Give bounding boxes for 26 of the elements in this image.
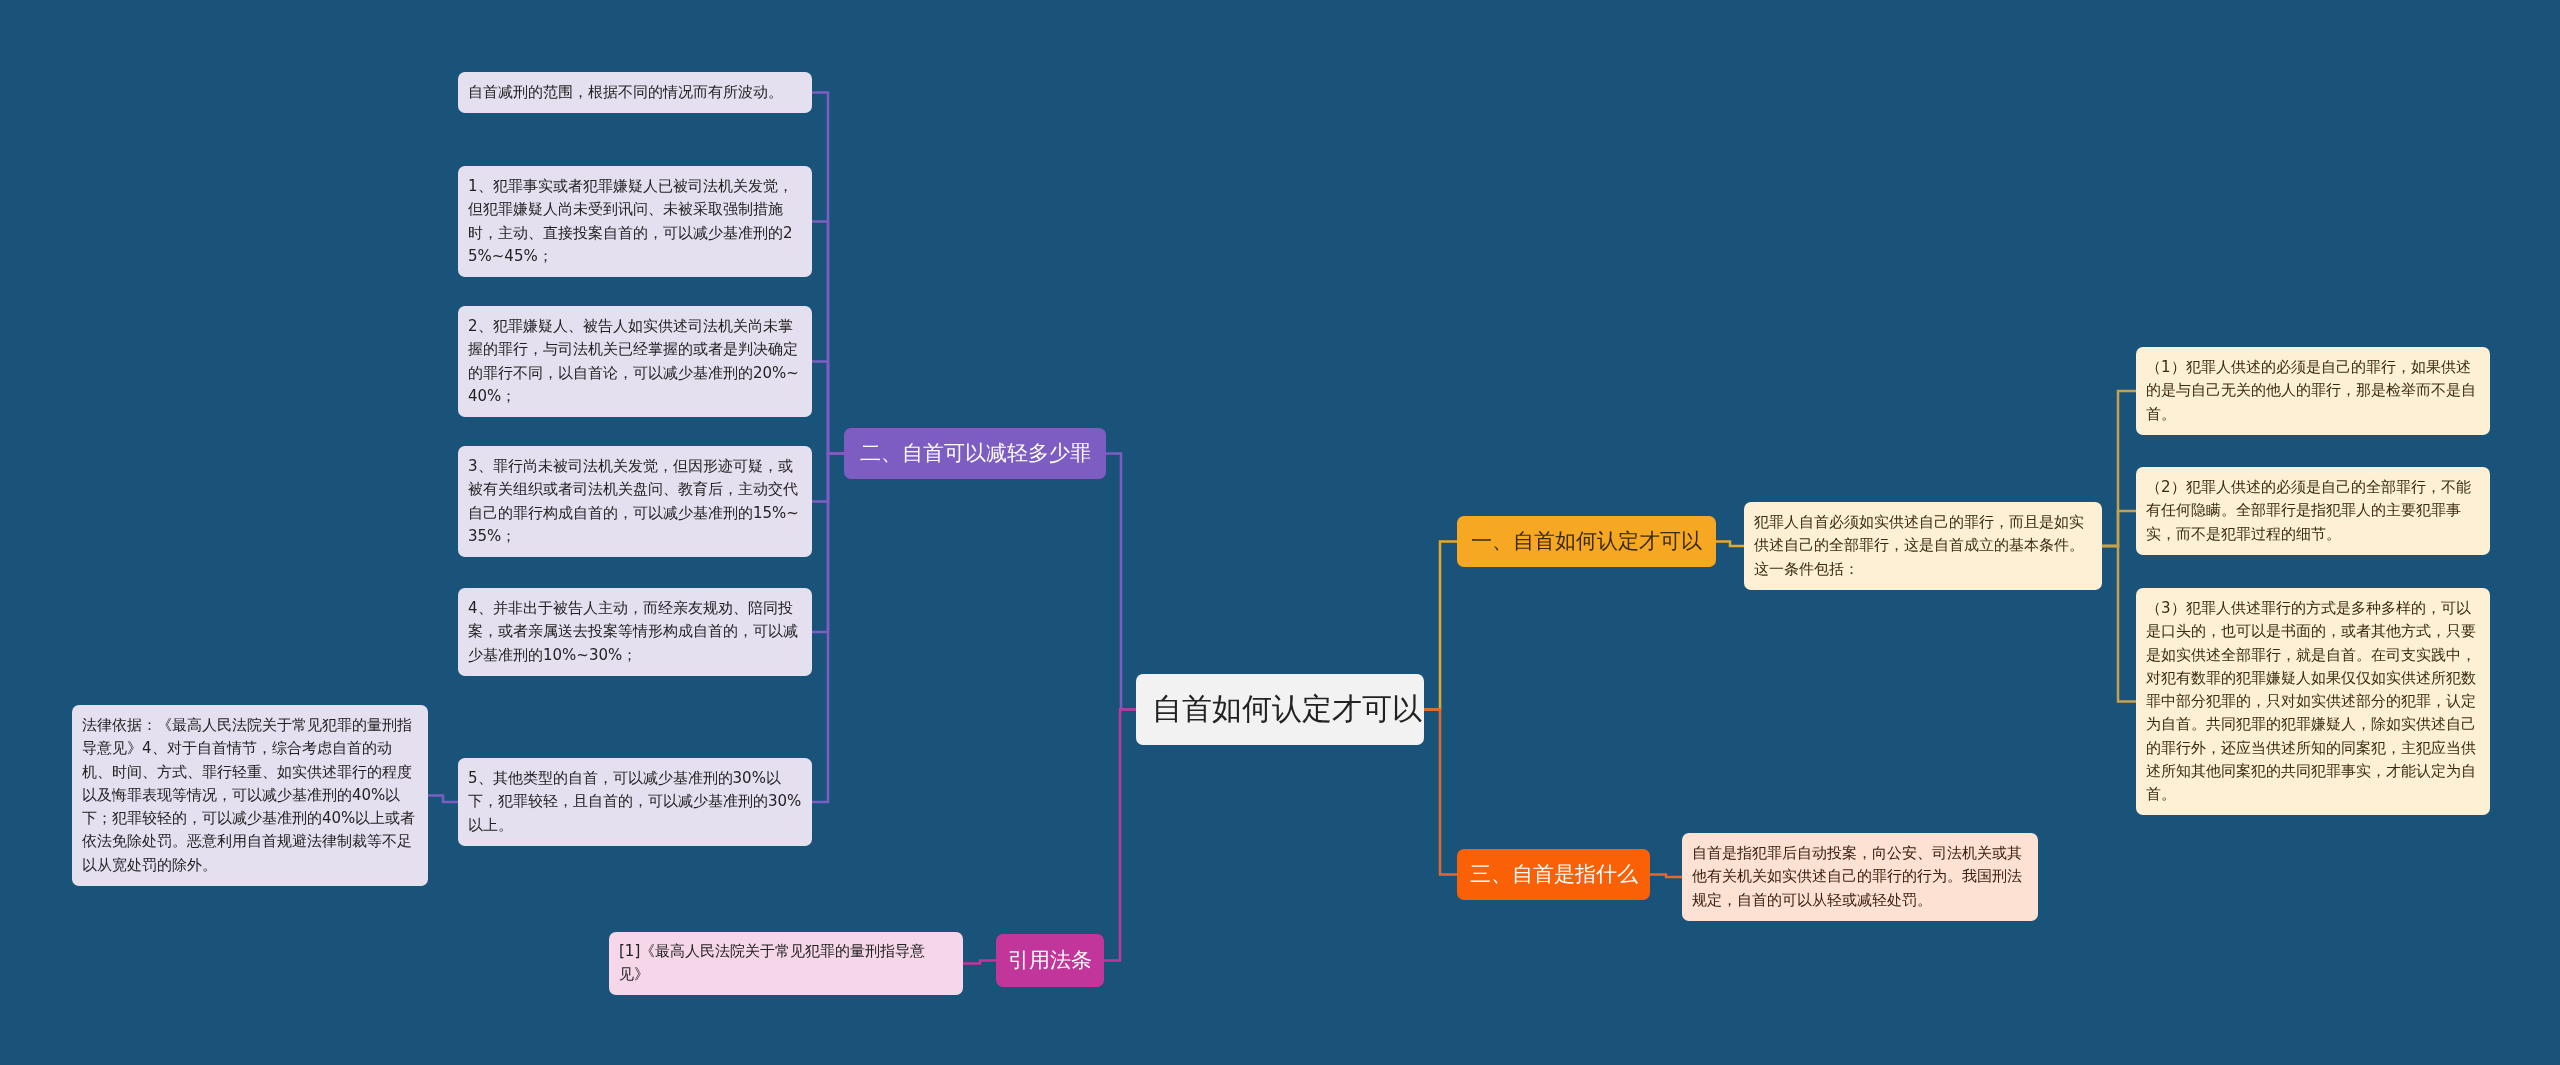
connector-line <box>2102 544 2136 703</box>
connector-line <box>1650 873 1682 879</box>
connector-line <box>1104 708 1136 962</box>
branch-topic: 二、自首可以减轻多少罪 <box>844 428 1106 479</box>
text-card: 1、犯罪事实或者犯罪嫌疑人已被司法机关发觉，但犯罪嫌疑人尚未受到讯问、未被采取强制措施时，主动、直接投案自首的，可以减少基准刑的25%~45%； <box>458 166 812 277</box>
text-card: （2）犯罪人供述的必须是自己的全部罪行，不能有任何隐瞒。全部罪行是指犯罪人的主要犯罪事实，而不是犯罪过程的细节。 <box>2136 467 2490 555</box>
text-card: 犯罪人自首必须如实供述自己的罪行，而且是如实供述自己的全部罪行，这是自首成立的基本条件。这一条件包括： <box>1744 502 2102 590</box>
connector-line <box>812 452 844 804</box>
text-card: [1]《最高人民法院关于常见犯罪的量刑指导意见》 <box>609 932 963 995</box>
central-topic: 自首如何认定才可以 <box>1136 674 1424 745</box>
connector-line <box>963 959 996 965</box>
text-card: 3、罪行尚未被司法机关发觉，但因形迹可疑，或被有关组织或者司法机关盘问、教育后，主动交代自己的罪行构成自首的，可以减少基准刑的15%~35%； <box>458 446 812 557</box>
branch-topic: 引用法条 <box>996 934 1104 987</box>
text-card: （1）犯罪人供述的必须是自己的罪行，如果供述的是与自己无关的他人的罪行，那是检举而不是自首。 <box>2136 347 2490 435</box>
text-card: 法律依据：《最高人民法院关于常见犯罪的量刑指导意见》4、对于自首情节，综合考虑自首的动机、时间、方式、罪行轻重、如实供述罪行的程度以及悔罪表现等情况，可以减少基准刑的40%以下；犯罪较轻的，可以减少基准刑的40%以上或者依法免除处罚。恶意利用自首规避法律制裁等不足以从宽处罚的除外。 <box>72 705 428 886</box>
text-card: 2、犯罪嫌疑人、被告人如实供述司法机关尚未掌握的罪行，与司法机关已经掌握的或者是判决确定的罪行不同，以自首论，可以减少基准刑的20%~40%； <box>458 306 812 417</box>
text-card: 自首是指犯罪后自动投案，向公安、司法机关或其他有关机关如实供述自己的罪行的行为。我国刑法规定，自首的可以从轻或减轻处罚。 <box>1682 833 2038 921</box>
connector-line <box>1424 708 1457 876</box>
text-card: （3）犯罪人供述罪行的方式是多种多样的，可以是口头的，也可以是书面的，或者其他方式，只要是如实供述全部罪行，就是自首。在司支实践中，对犯有数罪的犯罪嫌疑人如果仅仅如实供述所犯数罪中部分犯罪的，只对如实供述部分的犯罪，认定为自首。共同犯罪的犯罪嫌疑人，除如实供述自己的罪行外，还应当供述所知的同案犯，主犯应当供述所知其他同案犯的共同犯罪事实，才能认定为自首。 <box>2136 588 2490 816</box>
text-card: 自首减刑的范围，根据不同的情况而有所波动。 <box>458 72 812 114</box>
text-card: 4、并非出于被告人主动，而经亲友规劝、陪同投案，或者亲属送去投案等情形构成自首的，可以减少基准刑的10%~30%； <box>458 588 812 676</box>
branch-topic: 一、自首如何认定才可以 <box>1457 516 1716 567</box>
branch-topic: 三、自首是指什么 <box>1457 849 1650 900</box>
connector-line <box>428 794 458 804</box>
connector-line <box>1716 540 1744 548</box>
text-card: 5、其他类型的自首，可以减少基准刑的30%以下，犯罪较轻，且自首的，可以减少基准刑的30%以上。 <box>458 758 812 846</box>
